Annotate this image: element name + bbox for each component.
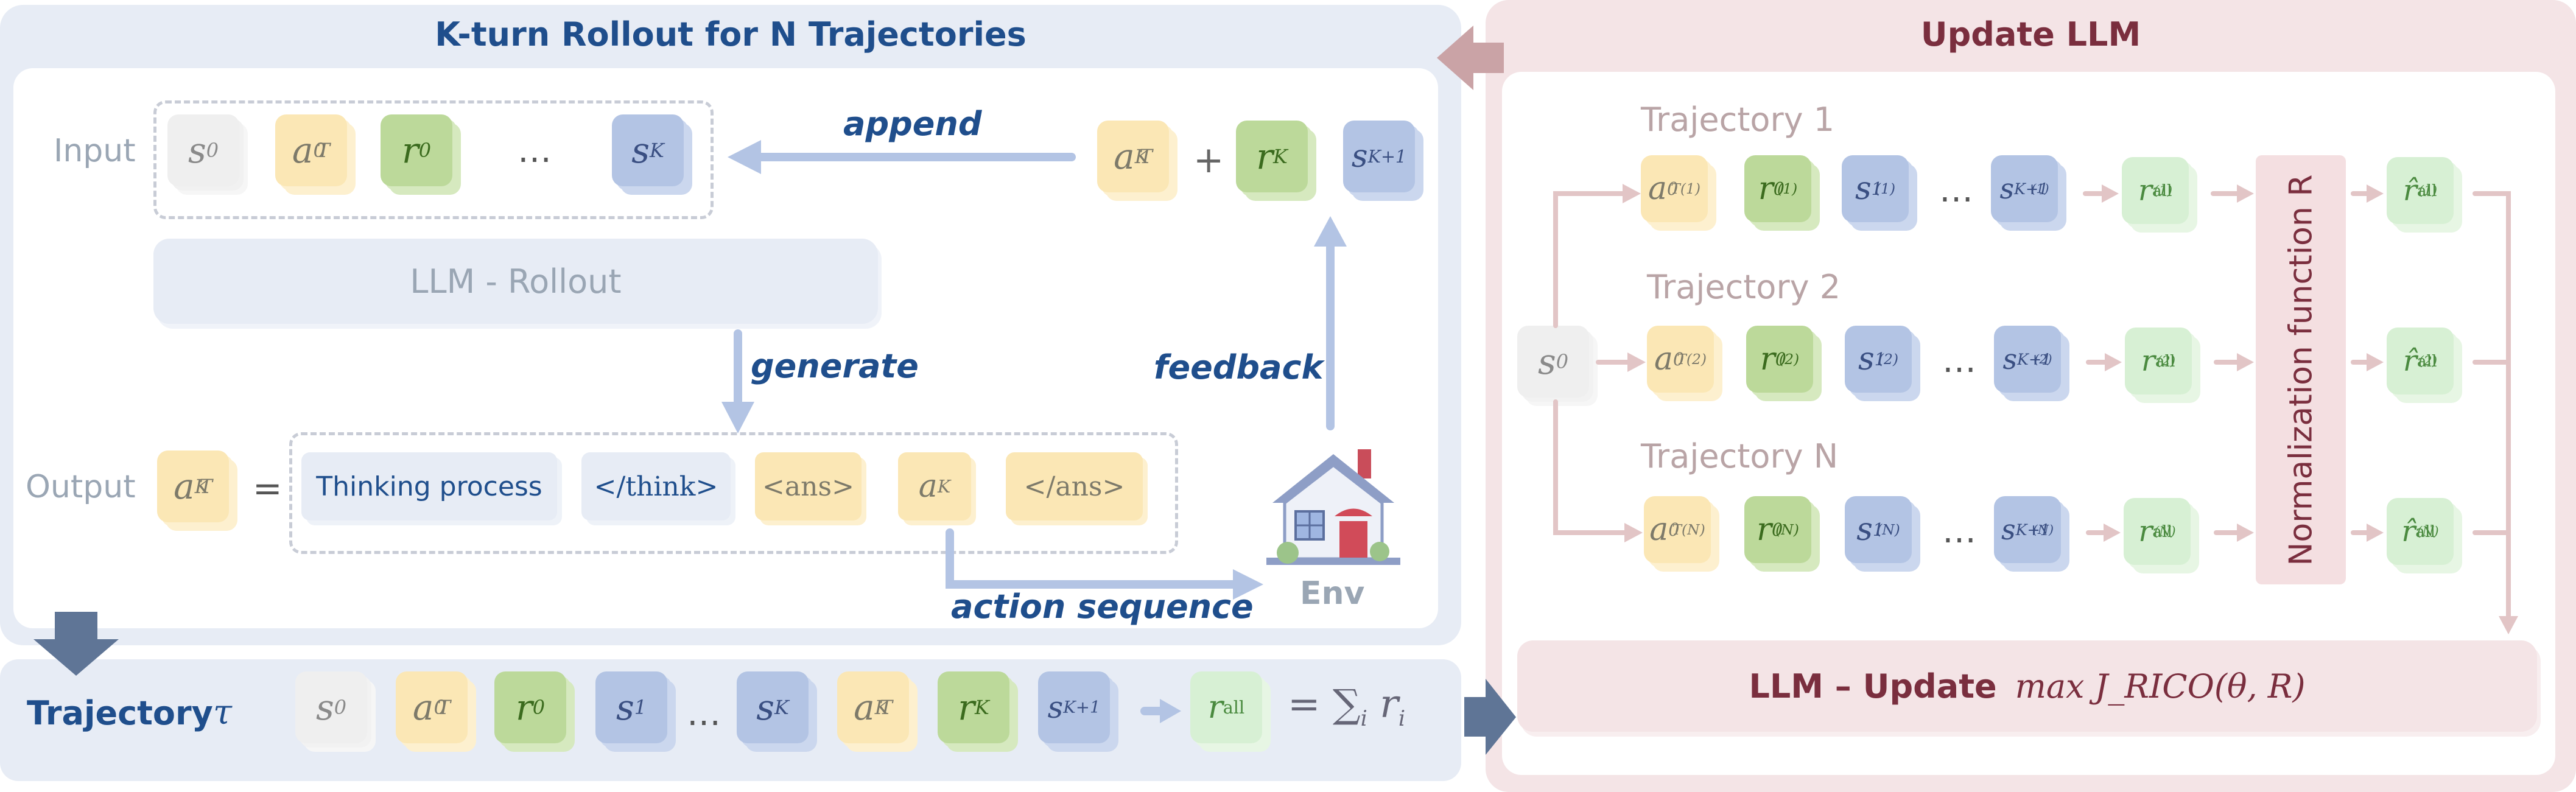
feedback-label: feedback xyxy=(1154,348,1324,387)
row1-ellipsis: … xyxy=(1939,170,1973,210)
llm-update-box: LLM – Update max J_RICO(θ, R) xyxy=(1517,640,2537,732)
llm-rollout-label: LLM - Rollout xyxy=(410,262,622,301)
input-label: Input xyxy=(54,133,136,169)
action-sequence-label: action sequence xyxy=(951,587,1254,626)
trajectory-N-label: Trajectory N xyxy=(1641,437,1839,475)
rollout-title: K-turn Rollout for N Trajectories xyxy=(435,15,1027,54)
rowN-ellipsis: … xyxy=(1942,511,1976,551)
down-arrow xyxy=(33,612,119,676)
input-sequence-box xyxy=(153,100,714,219)
objective-formula: max J_RICO(θ, R) xyxy=(2015,667,2306,706)
output-sequence-box xyxy=(289,432,1178,554)
input-ellipsis: … xyxy=(518,131,552,170)
output-label: Output xyxy=(26,469,136,505)
tau-symbol: τ xyxy=(213,693,232,732)
think-close-token: </think> xyxy=(581,452,731,520)
row2-ellipsis: … xyxy=(1942,341,1976,380)
traj-ellipsis: … xyxy=(687,694,721,734)
equals-sign: = xyxy=(253,468,283,509)
ans-close-token: </ans> xyxy=(1006,452,1143,520)
llm-update-label: LLM – Update xyxy=(1749,667,1997,706)
right-arrow xyxy=(1464,679,1516,755)
ans-open-token: <ans> xyxy=(755,452,862,520)
trajectory-2-label: Trajectory 2 xyxy=(1647,268,1841,306)
trajectory-label: Trajectory xyxy=(27,694,213,732)
env-label: Env xyxy=(1300,575,1365,612)
plus-sign: + xyxy=(1193,139,1224,181)
row1-r-hat: r̂all(1) xyxy=(2387,157,2462,233)
trajectory-1-label: Trajectory 1 xyxy=(1641,100,1835,139)
left-arrow xyxy=(1437,26,1504,90)
generate-label: generate xyxy=(751,347,919,385)
sum-expression: = ∑i ri xyxy=(1288,682,1406,731)
append-label: append xyxy=(843,105,982,143)
row2-r-hat: r̂all(2) xyxy=(2387,328,2462,403)
llm-rollout-box: LLM - Rollout xyxy=(153,239,878,324)
normalization-function-box: Normalization function R xyxy=(2256,155,2346,584)
house-icon xyxy=(1266,449,1400,565)
rowN-r-hat: r̂all(N) xyxy=(2387,498,2462,573)
rollout-inner xyxy=(13,68,1438,628)
thinking-process-token: Thinking process xyxy=(301,452,557,520)
update-title: Update LLM xyxy=(1920,15,2141,54)
